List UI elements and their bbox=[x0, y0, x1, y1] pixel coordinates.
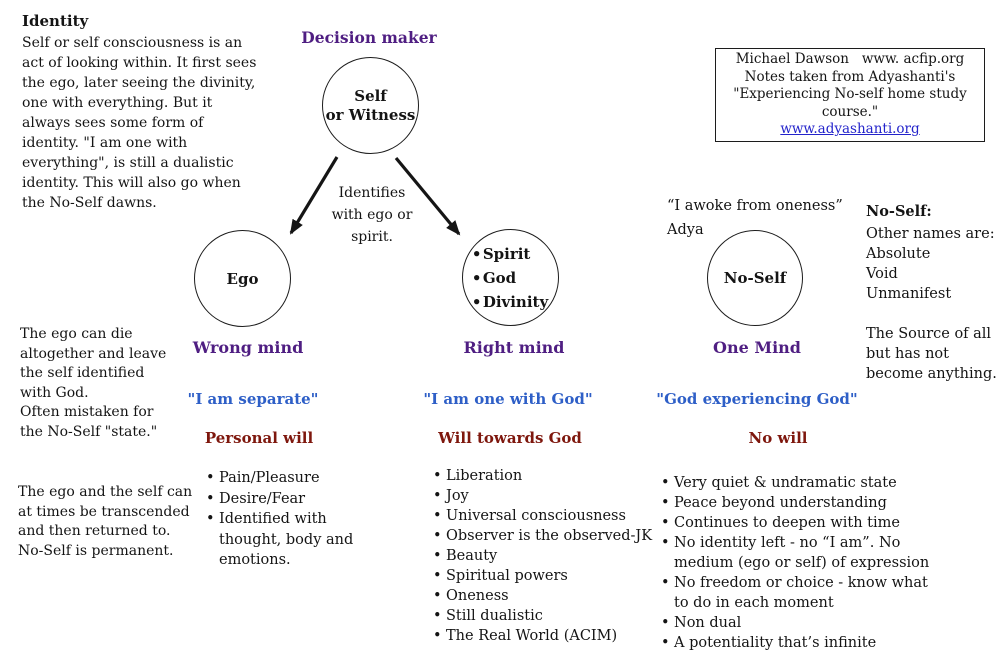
adyashanti-link[interactable]: www.adyashanti.org bbox=[780, 121, 920, 138]
list-item: No identity left - no “I am”. No medium … bbox=[661, 533, 929, 573]
list-item: The Real World (ACIM) bbox=[433, 626, 652, 646]
no-self-circle-label: No-Self bbox=[723, 269, 787, 287]
i-am-separate-quote: "I am separate" bbox=[187, 390, 319, 408]
attribution-source: Notes taken from Adyashanti's bbox=[744, 68, 956, 85]
list-item: Very quiet & undramatic state bbox=[661, 473, 929, 493]
list-item: Joy bbox=[433, 486, 652, 506]
list-item: Observer is the observed-JK bbox=[433, 526, 652, 546]
god-experiencing-god-quote: "God experiencing God" bbox=[656, 390, 858, 408]
no-will-heading: No will bbox=[748, 429, 808, 447]
attribution-course: "Experiencing No-self home study course.… bbox=[733, 86, 967, 120]
list-item: Non dual bbox=[661, 613, 929, 633]
arrow-self-to-ego bbox=[289, 156, 339, 235]
personal-will-heading: Personal will bbox=[204, 429, 314, 447]
spirit-god-divinity-circle: SpiritGodDivinity bbox=[462, 229, 559, 326]
right-mind-list: LiberationJoyUniversal consciousnessObse… bbox=[433, 466, 652, 646]
list-item: A potentiality that’s infinite bbox=[661, 633, 929, 653]
list-item: Universal consciousness bbox=[433, 506, 652, 526]
identifies-note: Identifies with ego or spirit. bbox=[331, 185, 413, 245]
no-self-other-names: Other names are: Absolute Void Unmanifes… bbox=[866, 226, 995, 302]
list-item: No freedom or choice - know what to do i… bbox=[661, 573, 929, 613]
no-self-names-heading: No-Self: bbox=[866, 203, 932, 220]
attribution-box: Michael Dawson www. acfip.org Notes take… bbox=[715, 48, 985, 142]
decision-maker-label: Decision maker bbox=[301, 28, 437, 47]
list-item: Identified with thought, body and emotio… bbox=[206, 509, 353, 571]
list-item: Still dualistic bbox=[433, 606, 652, 626]
attribution-author: Michael Dawson www. acfip.org bbox=[735, 51, 965, 68]
list-item: Desire/Fear bbox=[206, 489, 353, 510]
awoke-from-oneness-quote: “I awoke from oneness” Adya bbox=[667, 198, 843, 238]
no-self-source-note: The Source of all but has not become any… bbox=[866, 326, 997, 382]
list-item: God bbox=[472, 266, 548, 290]
ego-circle-label: Ego bbox=[226, 269, 259, 288]
list-item: Divinity bbox=[472, 290, 548, 314]
list-item: Spirit bbox=[472, 242, 548, 266]
spirit-circle-list: SpiritGodDivinity bbox=[472, 242, 548, 314]
will-towards-god-heading: Will towards God bbox=[438, 429, 582, 447]
list-item: Liberation bbox=[433, 466, 652, 486]
right-mind-heading: Right mind bbox=[463, 338, 565, 357]
identity-heading: Identity bbox=[22, 12, 89, 30]
self-or-witness-circle: Self or Witness bbox=[322, 57, 419, 154]
ego-circle: Ego bbox=[194, 230, 291, 327]
list-item: Continues to deepen with time bbox=[661, 513, 929, 533]
list-item: Spiritual powers bbox=[433, 566, 652, 586]
ego-can-die-note: The ego can die altogether and leave the… bbox=[20, 326, 167, 440]
list-item: Beauty bbox=[433, 546, 652, 566]
i-am-one-with-god-quote: "I am one with God" bbox=[423, 390, 593, 408]
no-self-circle: No-Self bbox=[707, 230, 803, 326]
wrong-mind-list: Pain/PleasureDesire/FearIdentified with … bbox=[206, 468, 353, 571]
self-circle-label: Self or Witness bbox=[325, 86, 416, 124]
list-item: Peace beyond understanding bbox=[661, 493, 929, 513]
transcended-note: The ego and the self can at times be tra… bbox=[18, 484, 193, 559]
one-mind-heading: One Mind bbox=[713, 338, 801, 357]
one-mind-list: Very quiet & undramatic statePeace beyon… bbox=[661, 473, 929, 653]
identity-paragraph: Self or self consciousness is an act of … bbox=[22, 35, 257, 211]
wrong-mind-heading: Wrong mind bbox=[192, 338, 304, 357]
list-item: Oneness bbox=[433, 586, 652, 606]
list-item: Pain/Pleasure bbox=[206, 468, 353, 489]
